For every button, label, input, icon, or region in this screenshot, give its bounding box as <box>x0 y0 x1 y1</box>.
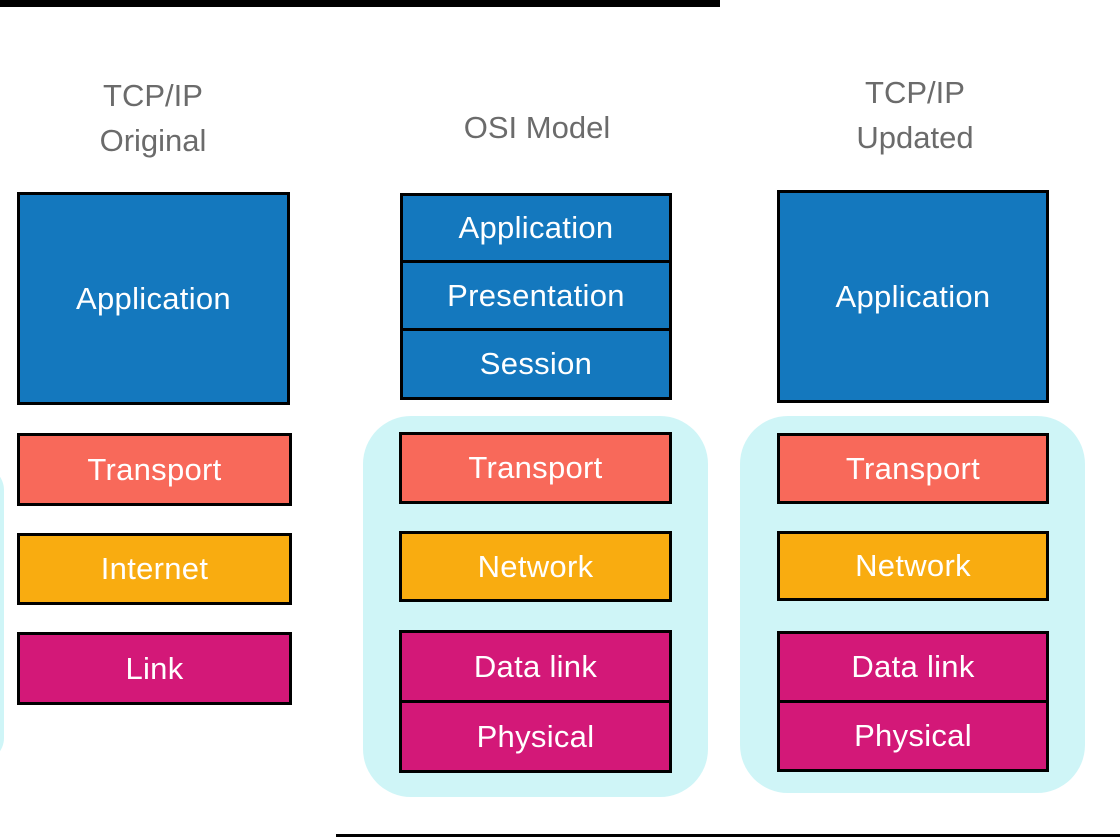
layer-label: Application <box>76 280 231 316</box>
layer-label: Session <box>479 346 593 381</box>
layer-label: Transport <box>845 450 981 486</box>
title-line: TCP/IP <box>103 78 203 113</box>
title-line: OSI Model <box>463 110 611 145</box>
tcpip-updated-transport-layer: Transport <box>777 433 1049 504</box>
layer-label: Presentation <box>447 277 625 313</box>
layer-label: Network <box>477 548 594 584</box>
tcpip-updated-network-layer: Network <box>777 531 1049 601</box>
layer-label: Link <box>125 650 184 686</box>
layer-label: Transport <box>87 451 222 487</box>
top-border-line <box>0 0 720 7</box>
osi-session-layer: Session <box>400 328 672 400</box>
bottom-border-line <box>336 834 1120 837</box>
layer-label: Physical <box>854 718 972 753</box>
tcpip-updated-data-link-layer: Data link <box>777 631 1049 703</box>
title-line: Updated <box>856 120 974 155</box>
osi-presentation-layer: Presentation <box>400 260 672 331</box>
osi-transport-layer: Transport <box>399 432 672 504</box>
tcpip-original-transport-layer: Transport <box>17 433 292 506</box>
layer-label: Application <box>458 210 614 245</box>
column-title-tcpip-original: TCP/IP Original <box>23 73 283 163</box>
osi-network-layer: Network <box>399 531 672 602</box>
tcpip-original-application-layer: Application <box>17 192 290 405</box>
layer-label: Application <box>835 278 991 314</box>
osi-physical-layer: Physical <box>399 700 672 773</box>
layer-label: Data link <box>851 649 975 684</box>
left-cropped-highlight-panel <box>0 466 4 762</box>
tcpip-updated-physical-layer: Physical <box>777 700 1049 772</box>
osi-data-link-layer: Data link <box>399 630 672 703</box>
osi-application-layer: Application <box>400 193 672 263</box>
layer-label: Data link <box>473 648 598 684</box>
tcpip-original-internet-layer: Internet <box>17 533 292 605</box>
layer-label: Network <box>855 548 971 583</box>
title-line: Original <box>99 123 207 158</box>
column-title-osi-model: OSI Model <box>406 105 668 150</box>
layer-label: Transport <box>468 450 603 485</box>
title-line: TCP/IP <box>865 75 965 110</box>
layer-label: Physical <box>476 718 595 754</box>
layer-label: Internet <box>100 551 209 586</box>
tcpip-updated-application-layer: Application <box>777 190 1049 403</box>
tcpip-original-link-layer: Link <box>17 632 292 705</box>
column-title-tcpip-updated: TCP/IP Updated <box>784 70 1046 160</box>
